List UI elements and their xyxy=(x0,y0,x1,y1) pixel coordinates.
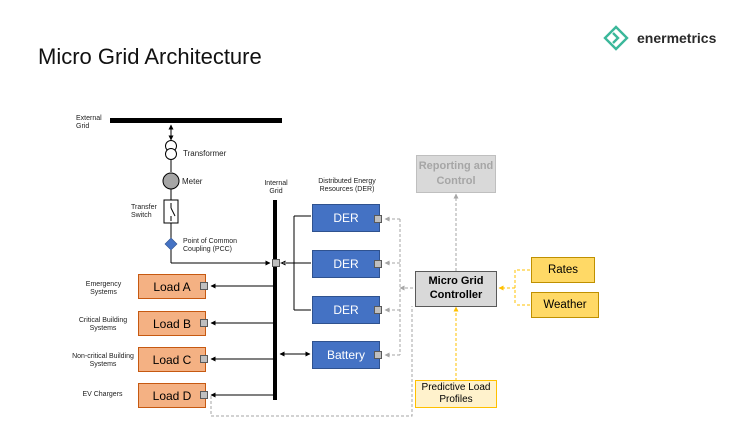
transfer-switch-icon xyxy=(163,199,179,224)
micro-grid-controller-box: Micro Grid Controller xyxy=(415,271,497,307)
weather-box: Weather xyxy=(531,292,599,318)
battery-port xyxy=(374,351,382,359)
load-b-box: Load B xyxy=(138,311,206,336)
brand-name: enermetrics xyxy=(637,30,717,46)
load-d-box: Load D xyxy=(138,383,206,408)
load-b-port xyxy=(200,319,208,327)
external-grid-label: External Grid xyxy=(76,115,102,131)
load-d-port xyxy=(200,391,208,399)
pcc-diamond-icon xyxy=(164,237,178,251)
battery-box: Battery xyxy=(312,341,380,369)
internal-grid-port xyxy=(272,259,280,267)
der-port-3 xyxy=(374,306,382,314)
load-d-desc: EV Chargers xyxy=(82,391,123,398)
transformer-icon xyxy=(165,140,177,160)
der-box-1: DER xyxy=(312,204,380,232)
der-header-label: Distributed Energy Resources (DER) xyxy=(318,178,376,194)
rates-box: Rates xyxy=(531,257,595,283)
reporting-and-control-box: Reporting and Control xyxy=(416,155,496,193)
pcc-label: Point of Common Coupling (PCC) xyxy=(183,238,238,254)
der-port-2 xyxy=(374,260,382,268)
transformer-label: Transformer xyxy=(183,149,227,158)
load-a-box: Load A xyxy=(138,274,206,299)
load-c-desc: Non-critical Building Systems xyxy=(72,353,134,369)
load-c-port xyxy=(200,355,208,363)
der-box-2: DER xyxy=(312,250,380,278)
diamond-chevron-icon xyxy=(603,25,629,51)
external-grid-bar xyxy=(110,118,282,123)
meter-label: Meter xyxy=(182,177,203,186)
load-c-box: Load C xyxy=(138,347,206,372)
internal-grid-label: Internal Grid xyxy=(264,180,288,196)
der-box-3: DER xyxy=(312,296,380,324)
brand-logo: enermetrics xyxy=(603,25,716,51)
load-a-desc: Emergency Systems xyxy=(85,281,122,297)
der-port-1 xyxy=(374,215,382,223)
page-title: Micro Grid Architecture xyxy=(38,44,262,69)
internal-grid-bar xyxy=(273,200,277,400)
load-a-port xyxy=(200,282,208,290)
transfer-switch-label: Transfer Switch xyxy=(131,204,157,220)
predictive-load-profiles-box: Predictive Load Profiles xyxy=(415,380,497,408)
meter-icon xyxy=(162,172,180,190)
load-b-desc: Critical Building Systems xyxy=(78,317,128,333)
